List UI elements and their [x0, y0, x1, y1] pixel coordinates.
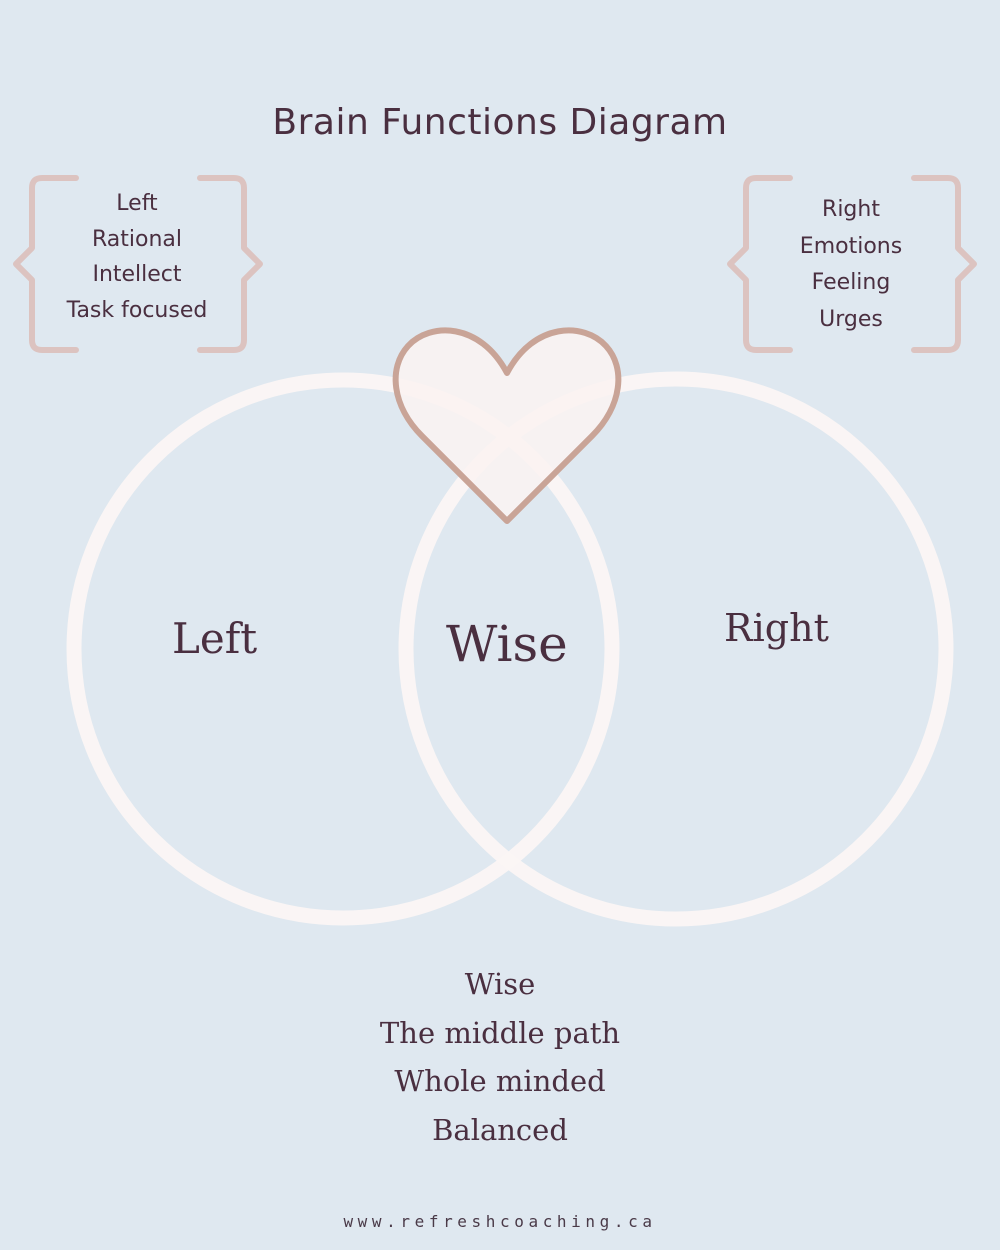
left-close-brace-icon [197, 175, 263, 353]
summary-line: Balanced [432, 1112, 568, 1147]
left-bracket-group [13, 175, 263, 353]
list-item: Urges [819, 306, 883, 332]
left-open-brace-icon [13, 175, 79, 353]
left-functions-list: Left Rational Intellect Task focused [42, 186, 232, 328]
right-bracket-group [727, 175, 977, 353]
list-item: Emotions [799, 233, 903, 259]
left-circle [66, 372, 620, 926]
website-url: www.refreshcoaching.ca [343, 1212, 657, 1231]
list-item: Intellect [92, 262, 182, 287]
summary-line: Wise [464, 967, 536, 1001]
list-item: Feeling [811, 270, 891, 295]
right-close-brace-icon [911, 175, 977, 353]
right-circle-label: Right [724, 606, 829, 650]
list-item: Left [116, 191, 158, 216]
left-circle-label: Left [172, 614, 258, 663]
right-circle [398, 371, 954, 927]
list-item: Right [822, 197, 880, 222]
summary-line: Whole minded [394, 1064, 606, 1098]
right-functions-list: Right Emotions Feeling Urges [756, 192, 946, 338]
wise-summary-list: Wise The middle path Whole minded Balanc… [0, 960, 1000, 1154]
list-item: Task focused [66, 297, 208, 323]
list-item: Rational [91, 226, 183, 252]
page-title: Brain Functions Diagram [272, 102, 728, 143]
heart-icon [392, 327, 622, 524]
summary-line: The middle path [379, 1015, 621, 1050]
center-overlap-label: Wise [446, 615, 568, 673]
right-open-brace-icon [727, 175, 793, 353]
